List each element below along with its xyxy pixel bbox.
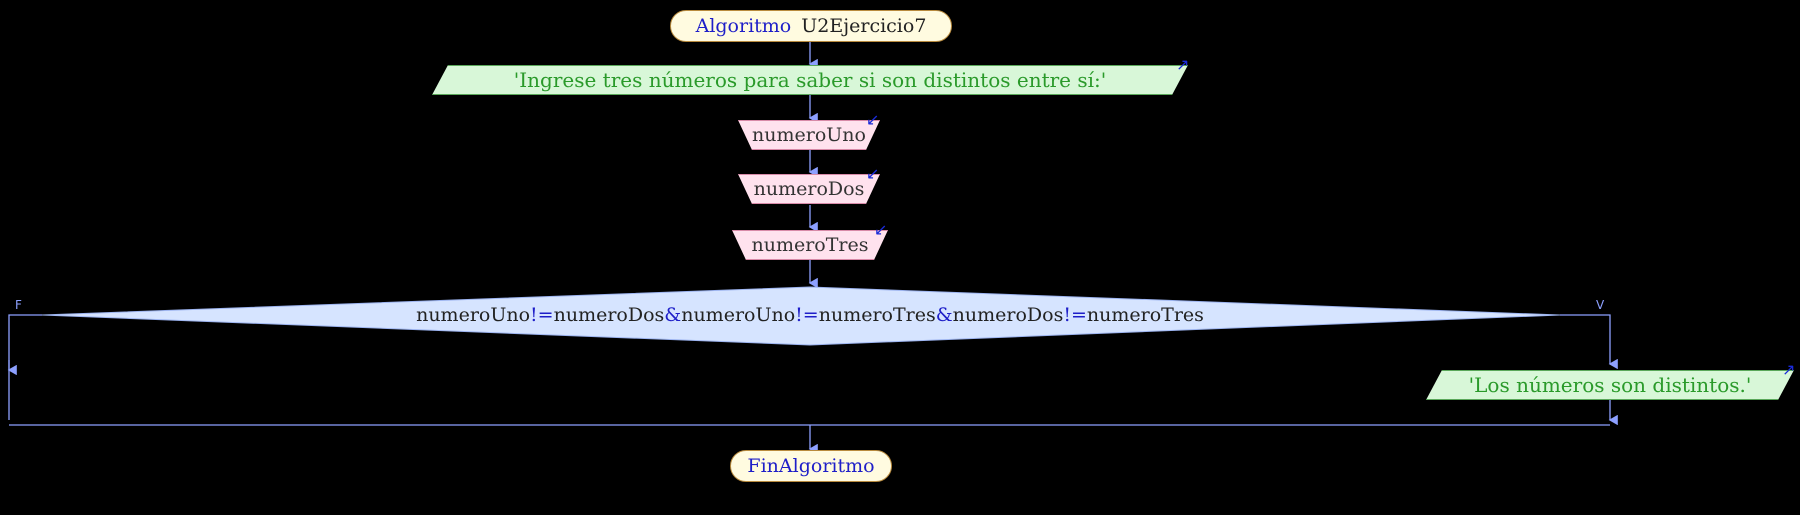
read-numero-dos: numeroDos [738, 174, 880, 204]
connector-false-branch [8, 314, 42, 420]
read-numero-tres-text: numeroTres [751, 234, 869, 256]
read-numero-uno: numeroUno [738, 120, 880, 150]
branch-true-label: V [1596, 298, 1605, 312]
start-terminal: Algoritmo U2Ejercicio7 [670, 10, 952, 42]
condition-text: numeroUno!=numeroDos&numeroUno!=numeroTr… [416, 304, 1204, 326]
output-arrow-icon: ↗ [1176, 55, 1190, 74]
output-distinct-text: 'Los números son distintos.' [1468, 373, 1752, 397]
output-arrow-icon: ↗ [1782, 360, 1796, 379]
read-numero-tres: numeroTres [732, 230, 888, 260]
read-numero-uno-text: numeroUno [752, 124, 866, 146]
input-arrow-icon: ↙ [866, 110, 880, 129]
branch-false-label: F [15, 298, 22, 312]
decision-diamond [41, 286, 1561, 346]
output-distinct: 'Los números son distintos.' [1426, 370, 1794, 400]
connector-true-branch [1560, 314, 1618, 370]
end-terminal: FinAlgoritmo [730, 450, 892, 482]
input-arrow-icon: ↙ [866, 164, 880, 183]
end-keyword: FinAlgoritmo [747, 455, 875, 477]
start-keyword: Algoritmo [695, 15, 792, 37]
input-arrow-icon: ↙ [874, 220, 888, 239]
output-prompt-text: 'Ingrese tres números para saber si son … [513, 68, 1107, 92]
output-prompt: 'Ingrese tres números para saber si son … [432, 65, 1188, 95]
read-numero-dos-text: numeroDos [753, 178, 865, 200]
algorithm-name: U2Ejercicio7 [801, 15, 927, 37]
decision-condition: numeroUno!=numeroDos&numeroUno!=numeroTr… [300, 300, 1320, 330]
